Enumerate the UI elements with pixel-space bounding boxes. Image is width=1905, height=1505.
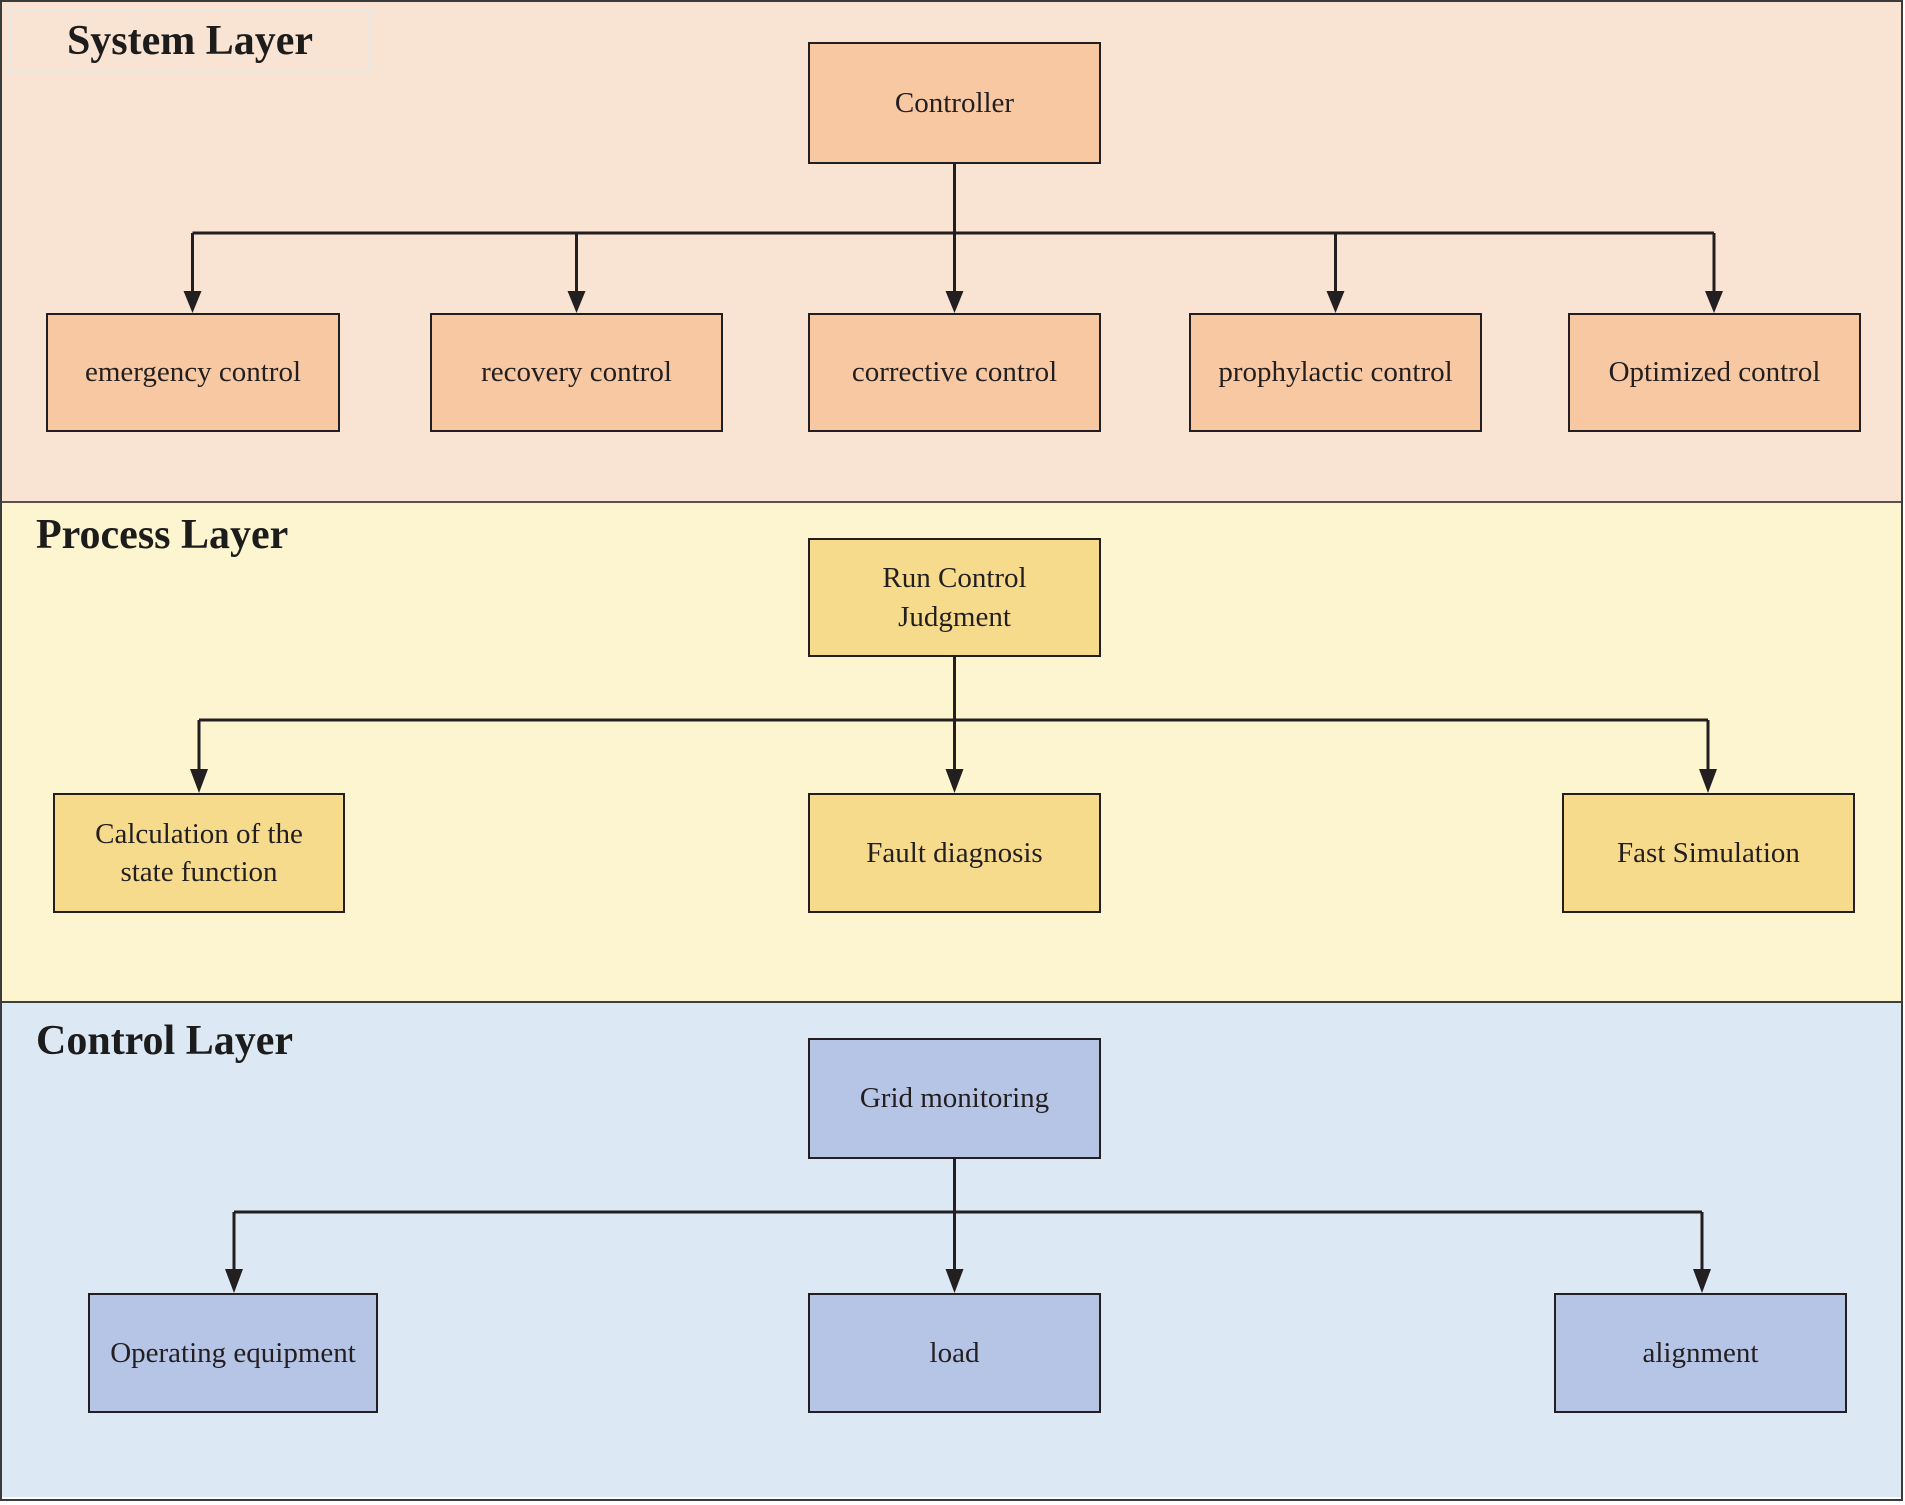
node-grid-monitoring: Grid monitoring (808, 1038, 1101, 1159)
node-label: Fault diagnosis (866, 836, 1043, 869)
node-label-line1: Calculation of the (95, 817, 303, 850)
node-emergency-control: emergency control (46, 313, 340, 432)
node-recovery-control: recovery control (430, 313, 723, 432)
node-label-line1: Run Control (882, 562, 1027, 595)
node-label: alignment (1642, 1336, 1759, 1369)
process-layer-connectors (197, 655, 1710, 771)
system-layer-title-text: System Layer (66, 17, 314, 64)
node-label: corrective control (851, 356, 1058, 389)
system-layer-connectors (191, 162, 1716, 293)
node-optimized-control: Optimized control (1568, 313, 1861, 432)
node-label: Optimized control (1608, 356, 1821, 389)
node-fault-diagnosis: Fault diagnosis (808, 793, 1101, 913)
process-layer-title: Process Layer (36, 512, 289, 558)
node-prophylactic-control: prophylactic control (1189, 313, 1482, 432)
process-layer-arrowheads (190, 769, 1717, 793)
control-layer-connectors (232, 1157, 1704, 1271)
node-label-line2: state function (120, 856, 278, 888)
node-label: emergency control (84, 356, 302, 389)
node-fast-simulation: Fast Simulation (1562, 793, 1855, 913)
node-operating-equipment: Operating equipment (88, 1293, 378, 1413)
node-label: Controller (894, 86, 1015, 119)
control-layer-title: Control Layer (36, 1018, 294, 1064)
node-calculation-state-function: Calculation of the state function (53, 793, 345, 913)
node-run-control-judgment: Run Control Judgment (808, 538, 1101, 657)
node-label: recovery control (481, 356, 672, 389)
node-controller: Controller (808, 42, 1101, 164)
node-alignment: alignment (1554, 1293, 1847, 1413)
node-load: load (808, 1293, 1101, 1413)
control-layer-arrowheads (225, 1269, 1711, 1293)
node-label: prophylactic control (1218, 356, 1453, 389)
node-label: load (929, 1336, 980, 1369)
node-corrective-control: corrective control (808, 313, 1101, 432)
node-label: Grid monitoring (859, 1082, 1050, 1115)
system-layer-arrowheads (183, 291, 1723, 313)
system-layer-title: System Layer (9, 9, 371, 73)
node-label-line2: Judgment (898, 600, 1011, 633)
node-label: Operating equipment (110, 1336, 356, 1369)
node-label: Fast Simulation (1617, 836, 1800, 869)
